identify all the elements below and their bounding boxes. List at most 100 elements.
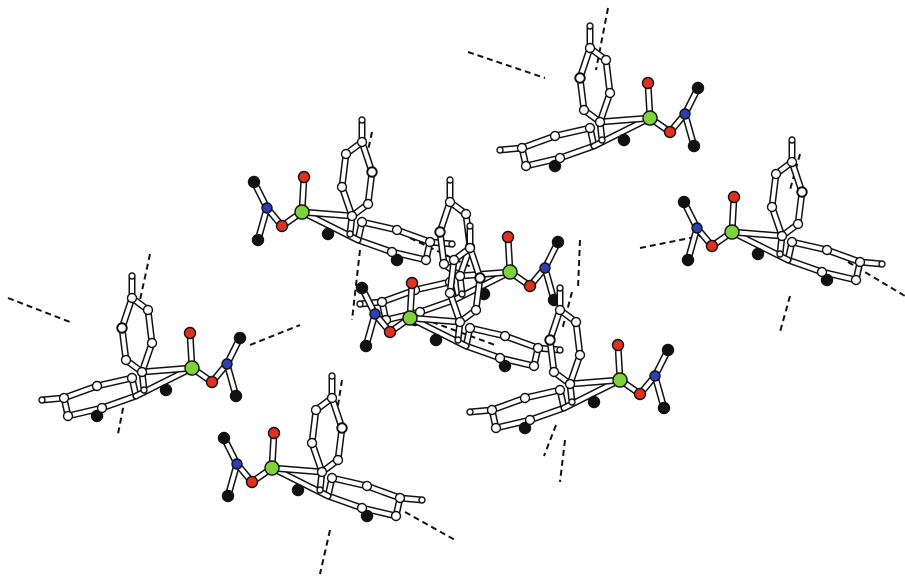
atom-c	[142, 304, 154, 316]
bond-highlight	[523, 388, 562, 400]
bond-highlight	[146, 308, 154, 345]
atom-c	[316, 466, 328, 478]
hydrogen-bond-layer	[7, 7, 905, 575]
atom-o	[205, 375, 219, 389]
hydrogen-bond-8	[779, 295, 791, 333]
atom-c	[96, 402, 108, 414]
hydrogen-bond-7	[789, 153, 801, 191]
atom-p	[264, 460, 280, 476]
atom-c	[821, 244, 833, 256]
atom-h	[128, 272, 136, 280]
molecule-6	[466, 284, 675, 435]
molecule-3	[496, 22, 705, 173]
atom-c	[564, 378, 576, 390]
atom-c	[786, 236, 798, 248]
atom-h	[556, 346, 564, 354]
atom-c	[464, 322, 476, 334]
atom-c	[346, 210, 358, 222]
atom-h	[346, 230, 354, 238]
atom-me	[291, 483, 305, 497]
hydrogen-bond-11	[117, 397, 126, 435]
atom-o	[501, 230, 515, 244]
hydrogen-bond-19	[319, 529, 331, 575]
atom-me	[359, 339, 373, 353]
atom-me	[429, 333, 443, 347]
atom-o	[275, 219, 289, 233]
atom-c	[524, 414, 536, 426]
atom-c	[604, 87, 616, 99]
atom-c	[444, 196, 456, 208]
atom-me	[390, 253, 404, 267]
atom-h	[418, 496, 426, 504]
atom-n	[691, 222, 703, 234]
atom-c	[362, 198, 374, 210]
atom-c	[548, 366, 560, 378]
bond-highlight	[524, 156, 562, 168]
atom-c	[792, 218, 804, 230]
atom-h	[788, 136, 796, 144]
atom-c	[376, 296, 388, 308]
bond-highlight	[820, 270, 858, 282]
hydrogen-bond-9	[7, 297, 71, 323]
atom-me	[360, 509, 374, 523]
atom-me	[217, 431, 231, 445]
atom-me	[159, 383, 173, 397]
atom-me	[617, 133, 631, 147]
atom-c	[146, 337, 158, 349]
atom-h	[586, 22, 594, 30]
atom-c	[554, 152, 566, 164]
atom-c	[470, 304, 482, 316]
atom-c	[326, 472, 338, 484]
atom-c	[136, 366, 148, 378]
bond-highlight	[340, 152, 348, 189]
atom-o	[633, 387, 647, 401]
molecule-layer	[38, 22, 886, 523]
molecule-5	[355, 222, 564, 373]
atom-c	[850, 274, 862, 286]
atom-p	[724, 224, 740, 240]
atom-o	[267, 426, 281, 440]
atom-c	[544, 334, 556, 346]
atom-c	[58, 392, 70, 404]
atom-c	[116, 322, 128, 334]
hydrogen-bond-18	[404, 511, 456, 541]
atom-h	[776, 250, 784, 258]
atom-c	[91, 380, 103, 392]
hydrogen-bond-13	[351, 249, 361, 321]
hydrogen-bond-0	[467, 51, 546, 79]
hydrogen-bond-5	[639, 235, 701, 249]
atom-c	[554, 304, 566, 316]
atom-c	[448, 254, 460, 266]
atom-h	[140, 386, 148, 394]
bond-highlight	[300, 210, 354, 218]
atom-me	[657, 401, 671, 415]
atom-c	[438, 258, 450, 270]
atom-n	[221, 358, 233, 370]
atom-o	[297, 170, 311, 184]
bond-highlight	[140, 366, 194, 374]
atom-o	[405, 276, 419, 290]
atom-c	[516, 142, 528, 154]
bond-highlight	[825, 248, 862, 264]
bond-highlight	[360, 506, 398, 518]
atom-h	[496, 146, 504, 154]
hydrogen-bond-4	[577, 239, 581, 289]
atom-me	[587, 395, 601, 409]
atom-o	[245, 475, 259, 489]
atom-c	[356, 136, 368, 148]
atom-c	[340, 148, 352, 160]
atom-c	[366, 166, 378, 178]
hydrogen-bond-16	[543, 424, 557, 457]
bond-highlight	[62, 384, 99, 400]
bond-highlight	[770, 172, 778, 209]
bond-highlight	[520, 134, 557, 150]
bond-highlight	[330, 476, 369, 488]
atom-me	[498, 359, 512, 373]
atom-p	[294, 204, 310, 220]
bond-highlight	[598, 116, 652, 124]
bond-highlight	[66, 406, 104, 418]
atom-n	[679, 108, 691, 120]
atom-h	[466, 408, 474, 416]
atom-h	[454, 336, 462, 344]
